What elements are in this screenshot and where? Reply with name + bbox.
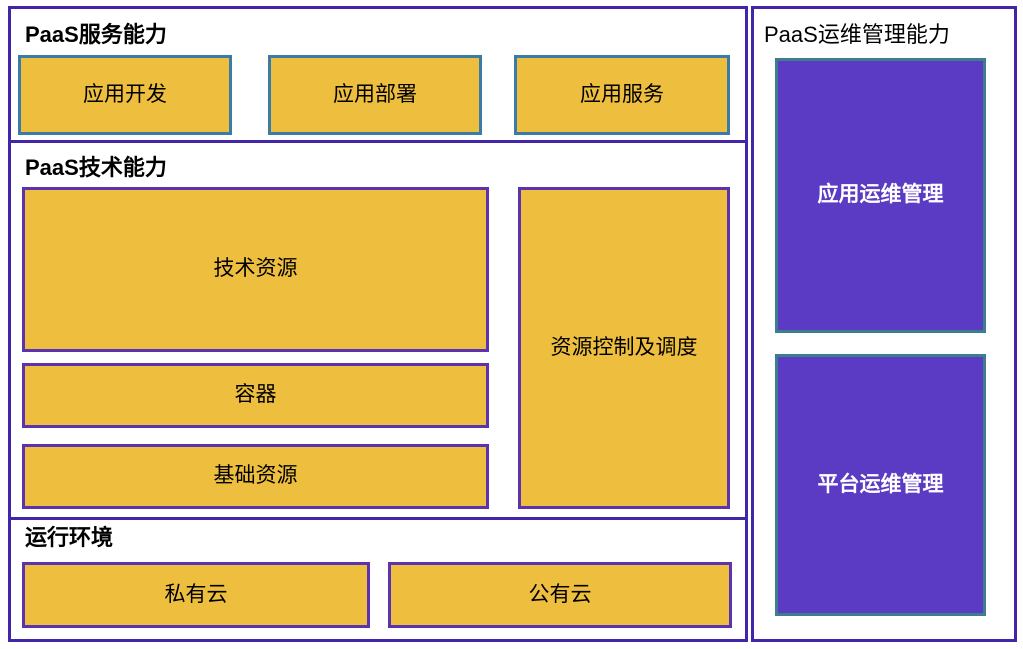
section-title-paas-technology: PaaS技术能力	[25, 155, 167, 180]
box-label: 应用部署	[333, 82, 417, 106]
box-application-development[interactable]: 应用开发	[18, 55, 232, 135]
section-divider-tech-runtime	[8, 517, 748, 520]
box-label: 资源控制及调度	[550, 335, 698, 359]
box-label: 平台运维管理	[817, 472, 944, 496]
box-application-service[interactable]: 应用服务	[514, 55, 730, 135]
box-application-deployment[interactable]: 应用部署	[268, 55, 482, 135]
box-technical-resource[interactable]: 技术资源	[22, 187, 489, 352]
box-container[interactable]: 容器	[22, 363, 489, 428]
section-title-runtime-environment: 运行环境	[25, 525, 114, 550]
box-label: 应用开发	[83, 82, 167, 106]
box-label: 公有云	[528, 582, 592, 606]
box-resource-control-and-scheduling[interactable]: 资源控制及调度	[518, 187, 730, 509]
box-label: 容器	[234, 383, 277, 407]
box-label: 技术资源	[213, 257, 298, 281]
section-divider-service-tech	[8, 140, 748, 143]
section-title-paas-ops-management: PaaS运维管理能力	[764, 22, 950, 47]
box-private-cloud[interactable]: 私有云	[22, 562, 370, 628]
box-basic-resource[interactable]: 基础资源	[22, 444, 489, 509]
box-application-ops-management[interactable]: 应用运维管理	[775, 58, 986, 333]
box-public-cloud[interactable]: 公有云	[388, 562, 732, 628]
box-label: 应用服务	[580, 82, 664, 106]
box-platform-ops-management[interactable]: 平台运维管理	[775, 354, 986, 616]
box-label: 应用运维管理	[817, 183, 944, 207]
box-label: 基础资源	[213, 464, 298, 488]
section-title-paas-service: PaaS服务能力	[25, 22, 167, 47]
box-label: 私有云	[164, 582, 228, 606]
